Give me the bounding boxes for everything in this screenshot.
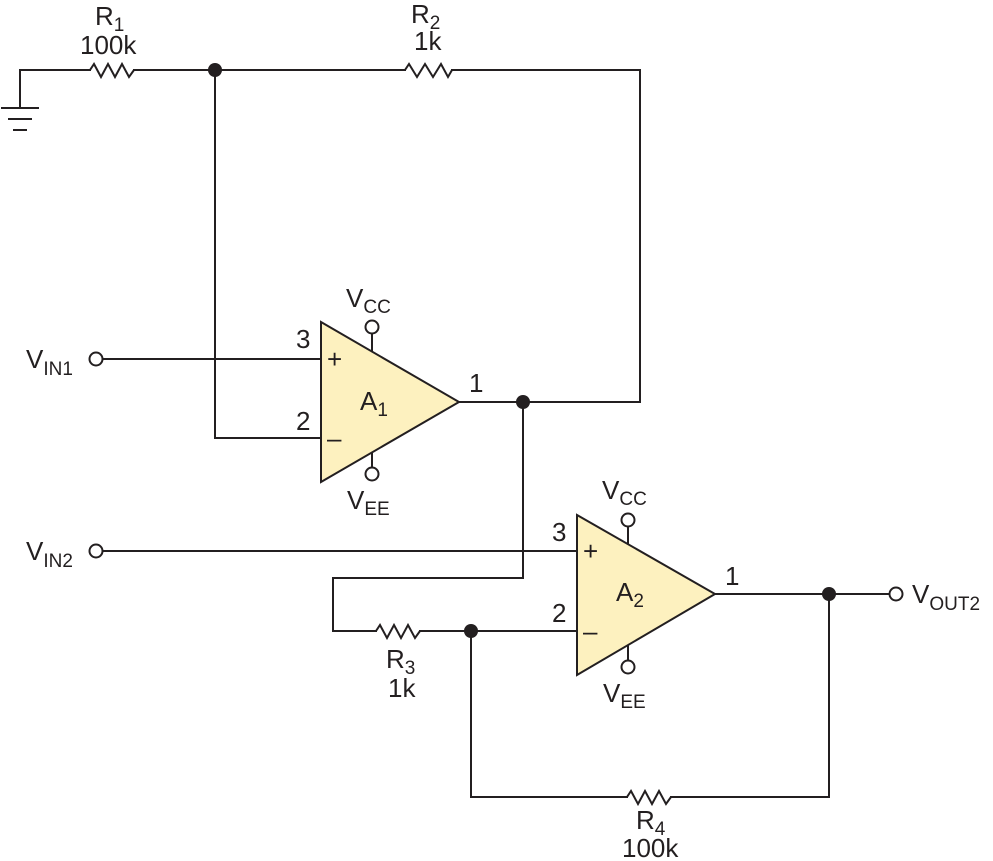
ground-icon: [1, 69, 39, 131]
resistor-r2: [404, 61, 453, 80]
resistor-icon: [89, 61, 135, 80]
r4-left-wire: [470, 630, 628, 798]
a1-vee-label: VEE: [347, 485, 390, 520]
terminal-circle-icon: [88, 543, 104, 559]
opamp-triangle-icon: [576, 513, 717, 677]
a2-minus-sign: –: [583, 616, 598, 646]
vee-terminal-icon: [620, 659, 636, 675]
opamp-a2: + – A2: [576, 512, 717, 677]
resistor-icon: [404, 61, 453, 80]
r1-label: R1: [95, 1, 124, 36]
a2-vee-label: VEE: [603, 678, 646, 713]
resistor-r1: [89, 61, 135, 80]
vin1-label: VIN1: [26, 344, 73, 380]
a2-plus-sign: +: [583, 536, 598, 566]
r2-value: 1k: [414, 26, 442, 56]
a1-plus-sign: +: [327, 344, 342, 374]
terminal-circle-icon: [888, 586, 904, 602]
r2-label: R2: [411, 0, 440, 34]
r3-value: 1k: [388, 673, 416, 703]
r4-label: R4: [636, 805, 666, 840]
a2-label: A2: [616, 577, 644, 612]
vee-terminal-icon: [364, 466, 380, 482]
vcc-terminal-icon: [364, 319, 380, 335]
a1-pin-3: 3: [296, 324, 310, 354]
opamp-a1: + – A1: [320, 319, 461, 484]
a1-vcc-label: VCC: [346, 283, 391, 318]
a2-vcc-label: VCC: [602, 475, 647, 510]
a1-to-r3-wire: [332, 401, 524, 632]
a1-label: A1: [360, 386, 388, 421]
junction-dot-icon: [208, 63, 222, 77]
r4-value: 100k: [622, 833, 679, 861]
terminal-circle-icon: [88, 351, 104, 367]
a2-pin-3: 3: [552, 517, 566, 547]
top-feedback-wire: [19, 69, 641, 439]
r1-value: 100k: [80, 30, 137, 60]
vin2-label: VIN2: [26, 536, 73, 572]
resistor-r4: [626, 788, 672, 807]
resistor-icon: [626, 788, 672, 807]
a2-pin-1: 1: [725, 561, 739, 591]
vout2-label: VOUT2: [912, 579, 980, 615]
a2-pin-2: 2: [552, 598, 566, 628]
a1-pin-2: 2: [296, 406, 310, 436]
opamp-triangle-icon: [320, 320, 461, 484]
resistor-r3: [375, 622, 421, 641]
resistor-icon: [375, 622, 421, 641]
r3-label: R3: [386, 644, 415, 679]
r4-right-wire: [670, 593, 830, 798]
a1-pin-1: 1: [469, 368, 483, 398]
vcc-terminal-icon: [620, 512, 636, 528]
a1-minus-sign: –: [327, 423, 342, 453]
